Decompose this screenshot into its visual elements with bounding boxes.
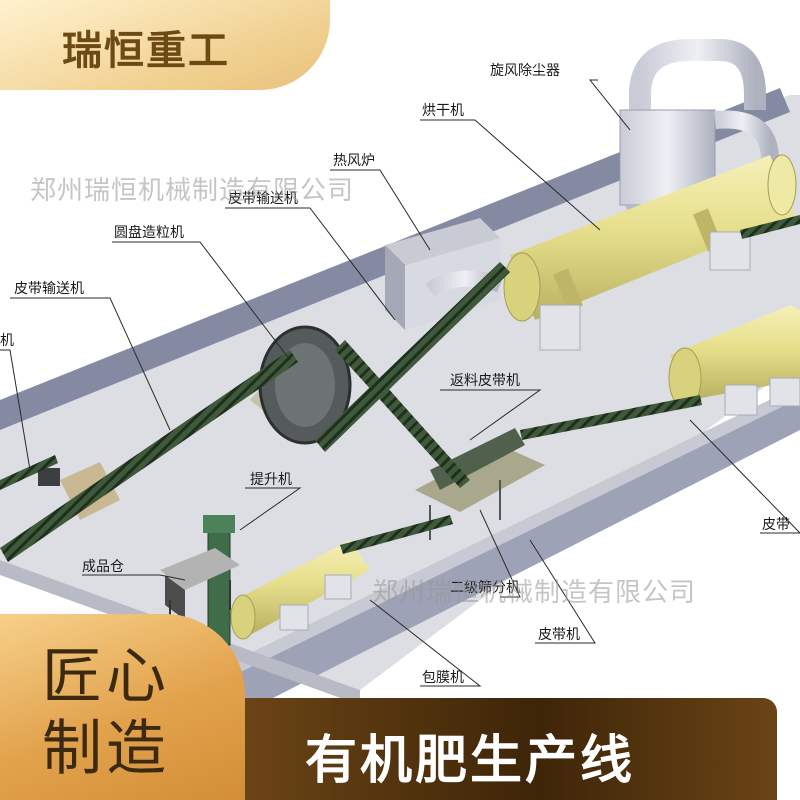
coating-drum <box>230 540 370 640</box>
cooler-support-2 <box>769 377 800 407</box>
label-belt-machine: 皮带机 <box>538 627 580 643</box>
page-title: 有机肥生产线 <box>305 731 636 791</box>
label-belt-right-edge: 皮带 <box>762 517 790 533</box>
label-elevator: 提升机 <box>250 472 292 488</box>
label-disc-granulator: 圆盘造粒机 <box>114 225 184 241</box>
label-belt-conveyor-left: 皮带输送机 <box>14 281 84 297</box>
badge-line-2: 制造 <box>42 714 170 784</box>
coating-support-2 <box>324 574 352 600</box>
conveyor-right <box>520 395 702 440</box>
coating-support <box>279 604 309 631</box>
label-product-bin: 成品仓 <box>82 559 124 575</box>
brand-name: 瑞恒重工 <box>62 28 230 74</box>
conveyor-top <box>315 262 510 452</box>
dryer-drum <box>503 154 797 322</box>
label-belt-conveyor-top: 皮带输送机 <box>228 191 298 207</box>
conveyor-right-top <box>740 215 800 239</box>
label-coating-machine: 包膜机 <box>422 670 464 686</box>
craftsmanship-badge: 匠心 制造 <box>0 614 245 800</box>
label-screener: 二级筛分机 <box>450 580 520 596</box>
label-return-belt: 返料皮带机 <box>450 373 520 389</box>
label-hot-furnace: 热风炉 <box>333 153 375 169</box>
conveyor-screener <box>340 515 453 554</box>
dryer-support-1 <box>539 304 581 351</box>
leader-lines <box>0 79 800 687</box>
label-dryer: 烘干机 <box>422 103 464 119</box>
front-wall-top <box>195 385 800 692</box>
watermark: 郑州瑞恒机械制造有限公司 <box>30 176 355 206</box>
brand-banner: 瑞恒重工 <box>0 0 330 90</box>
conveyor-far-left <box>0 455 58 490</box>
front-wall <box>200 395 800 730</box>
cooler-support <box>724 384 758 416</box>
conveyor-return <box>335 340 470 488</box>
title-bar: 有机肥生产线 <box>245 698 777 800</box>
conveyor-left <box>0 350 298 562</box>
label-left-edge: 机 <box>0 333 14 349</box>
cooler-drum <box>668 305 800 409</box>
watermark: 郑州瑞恒机械制造有限公司 <box>372 578 697 608</box>
badge-line-1: 匠心 <box>42 642 170 712</box>
label-cyclone: 旋风除尘器 <box>490 63 560 79</box>
